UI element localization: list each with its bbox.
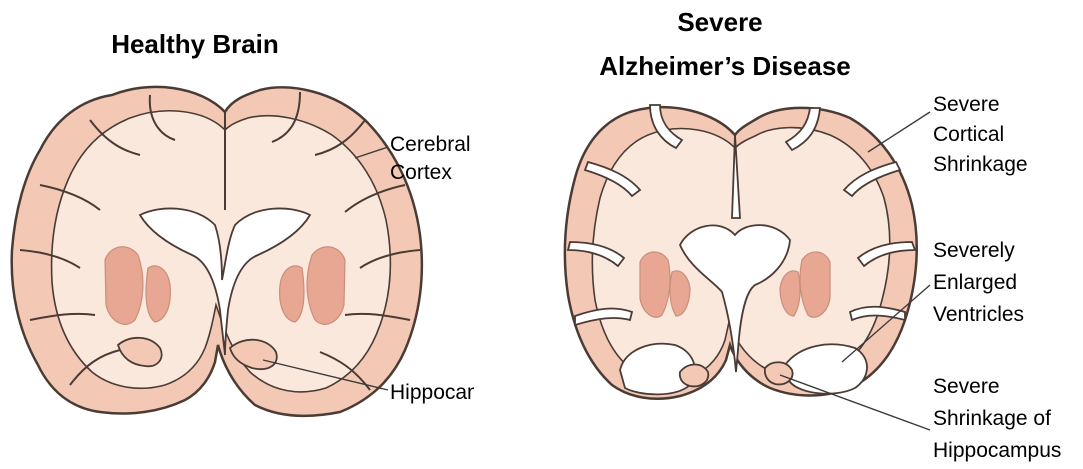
cortical-shrinkage-leader-line	[868, 112, 930, 152]
hippocampus-shrinkage-line3: Hippocampus	[933, 438, 1061, 463]
enlarged-ventricles-line3: Ventricles	[933, 302, 1024, 327]
hippocampus-shrinkage-line2: Shrinkage of	[933, 406, 1051, 431]
hippocampus-shrinkage-line1: Severe	[933, 374, 1000, 399]
enlarged-ventricles-line1: Severely	[933, 238, 1015, 263]
cortical-shrinkage-line1: Severe	[933, 92, 1000, 117]
cortical-shrinkage-line3: Shrinkage	[933, 152, 1028, 177]
enlarged-ventricles-line2: Enlarged	[933, 270, 1017, 295]
cortical-shrinkage-line2: Cortical	[933, 122, 1004, 147]
